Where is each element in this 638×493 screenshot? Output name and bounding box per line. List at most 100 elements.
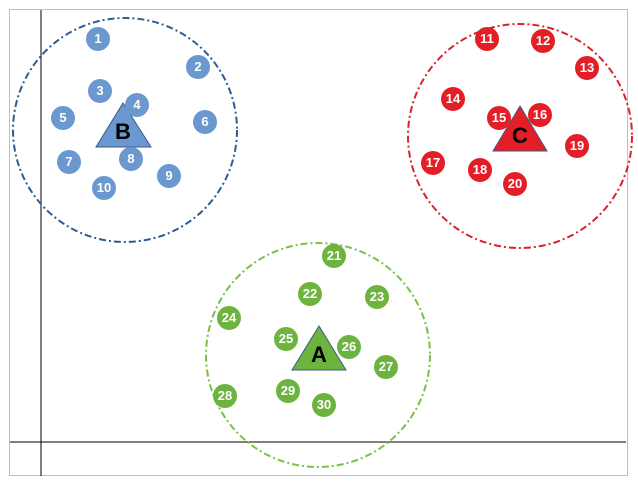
data-point-marker	[312, 393, 336, 417]
data-point-marker	[57, 150, 81, 174]
centroid-label-c: C	[512, 123, 528, 148]
data-point-marker	[92, 176, 116, 200]
data-point-label: 18	[473, 162, 487, 177]
data-point-marker	[213, 384, 237, 408]
data-point-label: 14	[446, 91, 461, 106]
data-point: 23	[365, 285, 389, 309]
data-point-marker	[421, 151, 445, 175]
data-point: 22	[298, 282, 322, 306]
data-point: 21	[322, 244, 346, 268]
data-point: 12	[531, 29, 555, 53]
data-point-label: 25	[279, 331, 293, 346]
data-point-label: 4	[133, 97, 141, 112]
data-point-marker	[298, 282, 322, 306]
data-point-marker	[86, 27, 110, 51]
cluster-boundary-c	[407, 23, 633, 249]
data-point-label: 28	[218, 388, 232, 403]
data-point-label: 26	[342, 339, 356, 354]
data-point-marker	[119, 147, 143, 171]
data-point-label: 8	[127, 151, 134, 166]
centroid-triangle-b	[95, 102, 152, 148]
data-point-label: 27	[379, 359, 393, 374]
data-point: 6	[193, 110, 217, 134]
data-point-marker	[276, 379, 300, 403]
data-point: 5	[51, 106, 75, 130]
data-point-label: 21	[327, 248, 341, 263]
data-point-label: 15	[492, 110, 506, 125]
data-point-marker	[322, 244, 346, 268]
data-point-label: 29	[281, 383, 295, 398]
data-point-label: 11	[480, 31, 494, 46]
data-point-marker	[88, 79, 112, 103]
data-point-marker	[337, 335, 361, 359]
data-point: 24	[217, 306, 241, 330]
data-point: 17	[421, 151, 445, 175]
data-point: 20	[503, 172, 527, 196]
data-point-label: 9	[165, 168, 172, 183]
data-point-label: 19	[570, 138, 584, 153]
data-point: 28	[213, 384, 237, 408]
data-point-label: 23	[370, 289, 384, 304]
centroid-triangle-a	[291, 325, 347, 371]
data-point-label: 5	[59, 110, 66, 125]
centroid-label-b: B	[115, 119, 131, 144]
data-point-marker	[528, 103, 552, 127]
cluster-boundary-a	[205, 242, 431, 468]
data-point-marker	[503, 172, 527, 196]
data-point: 7	[57, 150, 81, 174]
data-point-marker	[274, 327, 298, 351]
data-point-label: 30	[317, 397, 331, 412]
data-point: 25	[274, 327, 298, 351]
data-point: 2	[186, 55, 210, 79]
data-point-label: 2	[194, 59, 201, 74]
data-point-label: 3	[96, 83, 103, 98]
data-point-label: 12	[536, 33, 550, 48]
data-point: 30	[312, 393, 336, 417]
data-point-label: 1	[94, 31, 101, 46]
data-point: 14	[441, 87, 465, 111]
data-point-marker	[531, 29, 555, 53]
data-point-marker	[468, 158, 492, 182]
data-point-label: 17	[426, 155, 440, 170]
data-point-marker	[441, 87, 465, 111]
data-point-label: 13	[580, 60, 594, 75]
centroid-triangle-c	[492, 105, 548, 152]
data-point-marker	[51, 106, 75, 130]
data-point-marker	[374, 355, 398, 379]
data-point-marker	[193, 110, 217, 134]
data-point: 10	[92, 176, 116, 200]
data-point-marker	[475, 27, 499, 51]
data-point-marker	[575, 56, 599, 80]
data-point-marker	[487, 106, 511, 130]
data-point: 26	[337, 335, 361, 359]
data-point-label: 22	[303, 286, 317, 301]
data-point: 13	[575, 56, 599, 80]
cluster-c: 11 12 13 14 15 16 17 18 19 20 C	[407, 23, 633, 249]
data-point: 19	[565, 134, 589, 158]
cluster-boundary-b	[12, 17, 238, 243]
data-point: 11	[475, 27, 499, 51]
data-point-marker	[125, 93, 149, 117]
data-point-marker	[365, 285, 389, 309]
data-point: 27	[374, 355, 398, 379]
data-point-marker	[157, 164, 181, 188]
data-point: 4	[125, 93, 149, 117]
frame-border	[9, 9, 628, 476]
cluster-b: 1 2 3 4 5 6 7 8 9 10 B	[12, 17, 238, 243]
data-point: 15	[487, 106, 511, 130]
data-point-label: 16	[533, 107, 547, 122]
data-point-label: 20	[508, 176, 522, 191]
data-point-label: 6	[201, 114, 208, 129]
data-point-marker	[186, 55, 210, 79]
data-point-label: 24	[222, 310, 237, 325]
data-point: 29	[276, 379, 300, 403]
data-point: 1	[86, 27, 110, 51]
data-point: 3	[88, 79, 112, 103]
data-point-marker	[217, 306, 241, 330]
data-point: 18	[468, 158, 492, 182]
data-point: 16	[528, 103, 552, 127]
